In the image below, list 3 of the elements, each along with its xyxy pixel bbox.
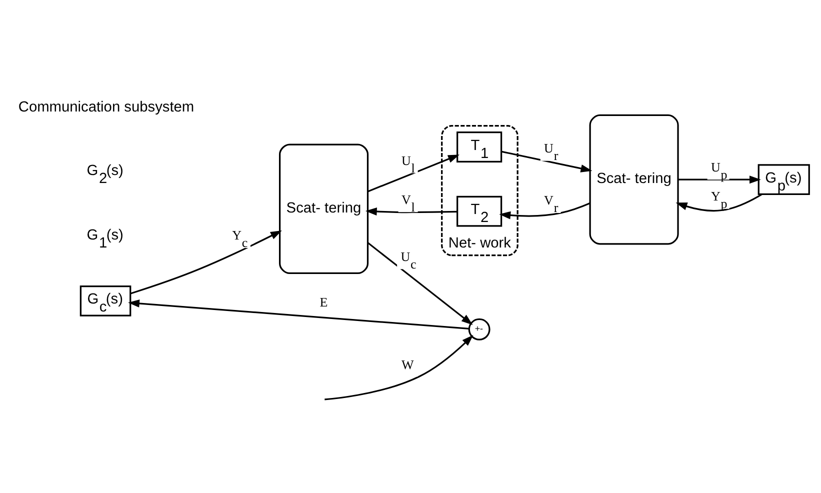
edge-label: E — [320, 294, 328, 310]
edge-label: W — [402, 357, 414, 372]
label: Communication subsystem — [18, 100, 194, 116]
